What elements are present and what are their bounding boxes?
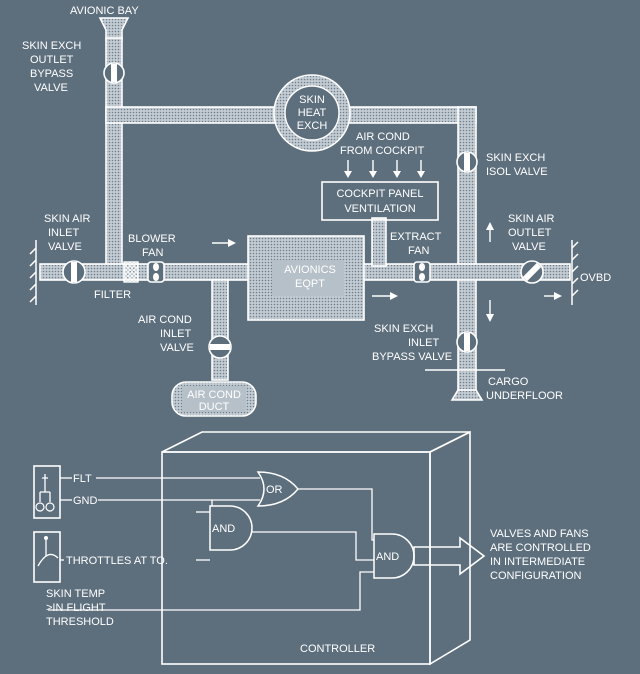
landing-gear-switch-icon xyxy=(33,465,61,519)
label-output-1: VALVES AND FANS xyxy=(490,528,589,540)
blower-fan-icon xyxy=(147,261,165,283)
air-cond-duct: AIR COND DUCT xyxy=(171,381,257,417)
label-skin-air-outlet-valve-3: VALVE xyxy=(512,241,546,253)
label-underfloor: UNDERFLOOR xyxy=(486,390,563,402)
label-skin-heat-exch-1: SKIN xyxy=(299,94,325,106)
label-skin-air-inlet-valve-2: INLET xyxy=(48,227,79,239)
label-extract-fan-1: EXTRACT xyxy=(390,231,442,243)
label-air-cond-from-cockpit-1: AIR COND xyxy=(356,131,410,143)
skin-heat-exchanger: SKIN HEAT EXCH xyxy=(273,74,351,152)
label-blower-fan-2: FAN xyxy=(142,247,163,259)
label-skin-temp-1: SKIN TEMP xyxy=(46,588,105,600)
label-skin-exch-outlet-bypass-2: OUTLET xyxy=(30,54,74,66)
label-extract-fan-2: FAN xyxy=(408,245,429,257)
label-skin-temp-2: >IN FLIGHT xyxy=(46,602,106,614)
label-cockpit-panel: COCKPIT PANEL xyxy=(336,188,423,200)
flow-arrows xyxy=(212,222,562,322)
top-labels: AVIONIC BAY SKIN EXCH OUTLET BYPASS VALV… xyxy=(22,5,611,402)
label-blower-fan-1: BLOWER xyxy=(128,233,176,245)
label-skin-exch-inlet-bypass-3: BYPASS VALVE xyxy=(372,351,452,363)
label-flt: FLT xyxy=(73,473,92,485)
label-eqpt: EQPT xyxy=(295,278,325,290)
label-cargo: CARGO xyxy=(488,376,529,388)
label-skin-exch-inlet-bypass-2: INLET xyxy=(408,337,439,349)
label-avionics: AVIONICS xyxy=(284,264,336,276)
label-skin-exch-outlet-bypass-4: VALVE xyxy=(34,82,68,94)
label-skin-heat-exch-3: EXCH xyxy=(297,120,328,132)
label-ovbd: OVBD xyxy=(580,272,611,284)
controller-logic: CONTROLLER OR AND xyxy=(33,430,591,666)
cockpit-panel-ventilation: COCKPIT PANEL VENTILATION xyxy=(321,160,439,221)
skin-exch-isol-valve-icon xyxy=(456,151,478,173)
label-and-gate-1: AND xyxy=(212,523,235,535)
duct-network xyxy=(39,17,571,401)
avionics-equipment: AVIONICS EQPT xyxy=(247,235,365,321)
extract-fan-icon xyxy=(413,261,431,283)
airframe-walls xyxy=(29,240,579,371)
skin-exch-inlet-bypass-valve-icon xyxy=(456,331,478,353)
throttle-lever-icon xyxy=(33,531,61,583)
label-controller: CONTROLLER xyxy=(300,643,375,655)
skin-air-outlet-valve-icon xyxy=(520,260,544,284)
label-filter: FILTER xyxy=(94,289,131,301)
label-skin-exch-isol-valve-1: SKIN EXCH xyxy=(486,152,545,164)
label-air-cond-inlet-valve-1: AIR COND xyxy=(138,314,192,326)
label-gnd: GND xyxy=(73,495,98,507)
label-air-cond-inlet-valve-2: INLET xyxy=(160,328,191,340)
label-ventilation: VENTILATION xyxy=(344,203,415,215)
label-skin-air-inlet-valve-1: SKIN AIR xyxy=(44,213,91,225)
label-skin-air-outlet-valve-2: OUTLET xyxy=(508,227,552,239)
label-output-2: ARE CONTROLLED xyxy=(490,542,591,554)
label-air-cond-inlet-valve-3: VALVE xyxy=(160,342,194,354)
label-skin-air-outlet-valve-1: SKIN AIR xyxy=(508,213,555,225)
label-skin-exch-outlet-bypass-3: BYPASS xyxy=(30,68,73,80)
skin-exch-outlet-bypass-valve-icon xyxy=(103,62,125,84)
label-throttles: THROTTLES AT TO. xyxy=(66,555,168,567)
label-skin-temp-3: THRESHOLD xyxy=(46,616,114,628)
label-output-4: CONFIGURATION xyxy=(490,570,582,582)
label-or-gate: OR xyxy=(266,484,283,496)
label-air-cond-duct-2: DUCT xyxy=(199,401,230,413)
skin-air-inlet-valve-icon xyxy=(62,260,86,284)
label-and-gate-2: AND xyxy=(376,551,399,563)
label-air-cond-from-cockpit-2: FROM COCKPIT xyxy=(340,145,425,157)
label-skin-exch-outlet-bypass-1: SKIN EXCH xyxy=(22,40,81,52)
label-skin-exch-inlet-bypass-1: SKIN EXCH xyxy=(374,323,433,335)
air-cond-inlet-valve-icon xyxy=(208,335,232,359)
label-avionic-bay: AVIONIC BAY xyxy=(70,5,139,17)
filter xyxy=(123,261,139,283)
label-output-3: IN INTERMEDIATE xyxy=(490,556,585,568)
label-air-cond-duct-1: AIR COND xyxy=(187,389,241,401)
label-skin-air-inlet-valve-3: VALVE xyxy=(48,241,82,253)
label-skin-heat-exch-2: HEAT xyxy=(298,107,327,119)
label-skin-exch-isol-valve-2: ISOL VALVE xyxy=(486,166,548,178)
